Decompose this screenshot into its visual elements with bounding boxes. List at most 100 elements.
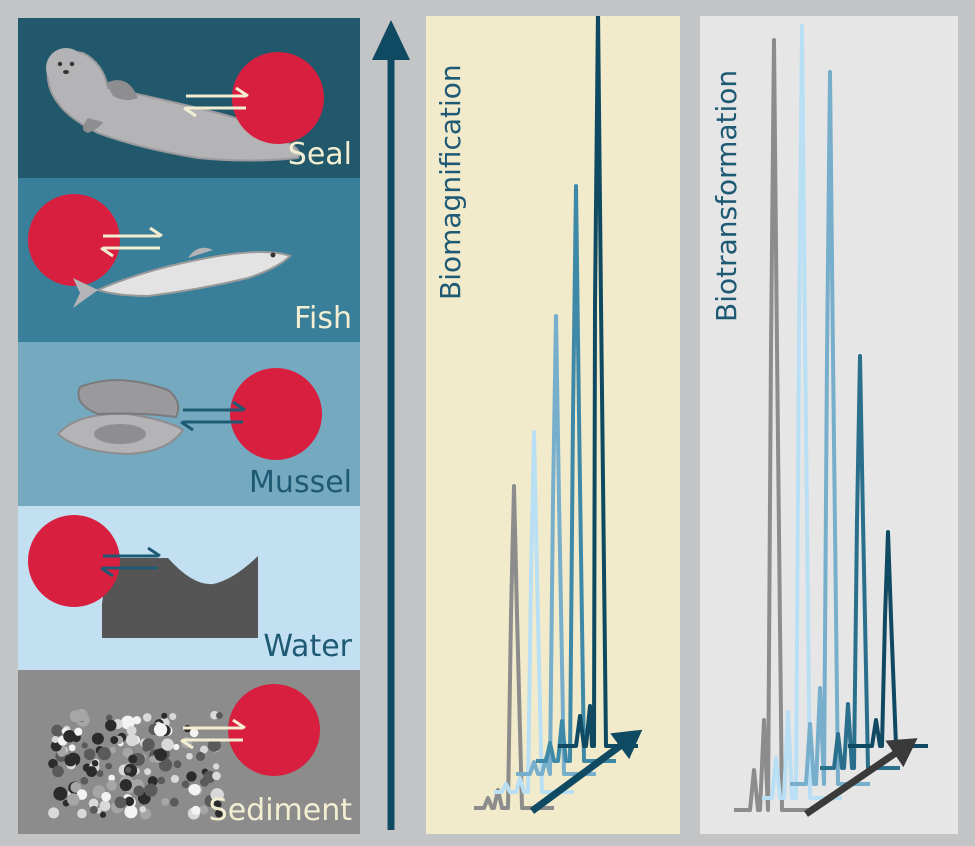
water-block-icon xyxy=(102,556,258,638)
sediment-particle xyxy=(109,746,117,754)
sediment-particle xyxy=(128,754,138,764)
sediment-particle xyxy=(124,796,135,807)
sediment-particle xyxy=(173,760,182,769)
biotrans-peak-1 xyxy=(734,38,814,812)
mussel-exchange-arrows-icon xyxy=(180,400,246,432)
fish-sphere xyxy=(28,194,120,286)
sediment-particle xyxy=(70,782,82,793)
sediment-particle xyxy=(161,798,170,806)
sediment-particle xyxy=(144,783,158,797)
sediment-particle xyxy=(161,712,168,719)
sediment-particle xyxy=(91,760,99,767)
seal-exchange-arrows-icon xyxy=(183,86,249,118)
sediment-particle xyxy=(200,745,209,754)
sediment-particle xyxy=(74,727,83,736)
sediment-particle xyxy=(132,716,142,725)
sediment-particle xyxy=(52,765,64,778)
sediment-particle xyxy=(189,728,199,738)
sediment-particle xyxy=(51,724,63,737)
sediment-particle xyxy=(96,770,104,778)
sediment-particle xyxy=(76,789,88,800)
seal-panel: Seal xyxy=(18,18,360,178)
sediment-particle xyxy=(213,800,222,809)
sediment-illustration xyxy=(48,684,320,820)
sediment-particle xyxy=(153,723,168,737)
sediment-particle xyxy=(91,732,104,745)
panel-label-sediment: Sediment xyxy=(208,793,352,828)
sediment-particle xyxy=(125,766,132,774)
mussel-sphere xyxy=(230,368,322,460)
sediment-particle xyxy=(101,791,111,802)
biotransformation-panel: Biotransformation xyxy=(700,16,958,834)
biotrans-trend-arrow-shaft xyxy=(804,743,908,817)
water-sphere xyxy=(28,515,120,607)
sediment-particle xyxy=(158,758,173,772)
sediment-particle xyxy=(53,786,68,801)
panel-label-mussel: Mussel xyxy=(249,465,352,500)
seal-icon xyxy=(46,48,301,162)
biomagnification-panel: Biomagnification xyxy=(426,16,680,834)
sediment-particle xyxy=(173,743,180,751)
panel-label-seal: Seal xyxy=(287,137,352,172)
biomag-peak-5 xyxy=(558,16,638,748)
mussel-icon xyxy=(56,379,185,456)
sediment-particle xyxy=(189,783,201,796)
biotransformation-chromatograms xyxy=(734,24,928,817)
fish-exchange-arrows-icon xyxy=(100,226,163,258)
sediment-particle xyxy=(181,780,190,789)
sediment-particle xyxy=(199,777,209,787)
sediment-particle xyxy=(88,798,99,809)
mussel-illustration xyxy=(56,368,322,460)
sediment-particle xyxy=(122,747,133,758)
biomag-peak-3 xyxy=(516,314,596,776)
sediment-particle xyxy=(63,730,76,743)
sediment-particle xyxy=(114,796,127,809)
sediment-particle xyxy=(142,713,152,722)
sediment-particle xyxy=(110,736,119,745)
sediment-particle xyxy=(106,780,117,791)
sediment-particle xyxy=(68,744,76,752)
sediment-panel: Sediment xyxy=(18,670,360,834)
sediment-particle xyxy=(48,807,60,819)
sediment-particle xyxy=(186,752,193,760)
sediment-particle xyxy=(207,738,221,752)
sediment-particle xyxy=(86,766,97,778)
sediment-particle xyxy=(119,779,132,792)
sediment-particle xyxy=(157,776,166,785)
sediment-particle xyxy=(212,771,221,781)
sediment-particle xyxy=(108,774,116,782)
sediment-exchange-arrows-icon xyxy=(180,718,246,750)
sediment-particle xyxy=(77,808,87,819)
sediment-particle xyxy=(133,785,145,797)
biomag-peak-1 xyxy=(474,484,554,810)
sediment-particle xyxy=(139,805,147,813)
sediment-particle xyxy=(80,776,89,785)
sediment-particle xyxy=(169,712,177,720)
sediment-particle xyxy=(99,800,111,812)
sediment-particle xyxy=(89,805,98,814)
sediment-particle xyxy=(51,736,59,744)
biotrans-peak-4 xyxy=(820,354,900,770)
biomagnification-chromatograms xyxy=(474,16,643,814)
sediment-particle xyxy=(199,805,209,815)
sediment-sphere xyxy=(228,684,320,776)
fish-illustration xyxy=(28,194,292,308)
sediment-particle xyxy=(147,776,158,787)
sediment-particle xyxy=(81,742,88,749)
sediment-particle xyxy=(154,748,168,762)
sediment-particle xyxy=(144,768,152,776)
sediment-particle xyxy=(100,811,107,818)
biotrans-peak-2 xyxy=(762,24,842,800)
mussel-panel: Mussel xyxy=(18,342,360,506)
sediment-particle xyxy=(212,763,220,770)
sediment-particle xyxy=(125,734,139,747)
biotrans-trend-arrow-head xyxy=(885,738,918,768)
biomag-peak-4 xyxy=(536,184,616,763)
biomag-peak-2 xyxy=(494,430,574,794)
sediment-particle xyxy=(105,714,113,721)
main-up-arrow-head xyxy=(372,20,410,60)
sediment-particle xyxy=(186,771,197,782)
seal-sphere xyxy=(232,52,324,144)
seal-illustration xyxy=(46,48,324,162)
sediment-particle xyxy=(126,725,137,736)
